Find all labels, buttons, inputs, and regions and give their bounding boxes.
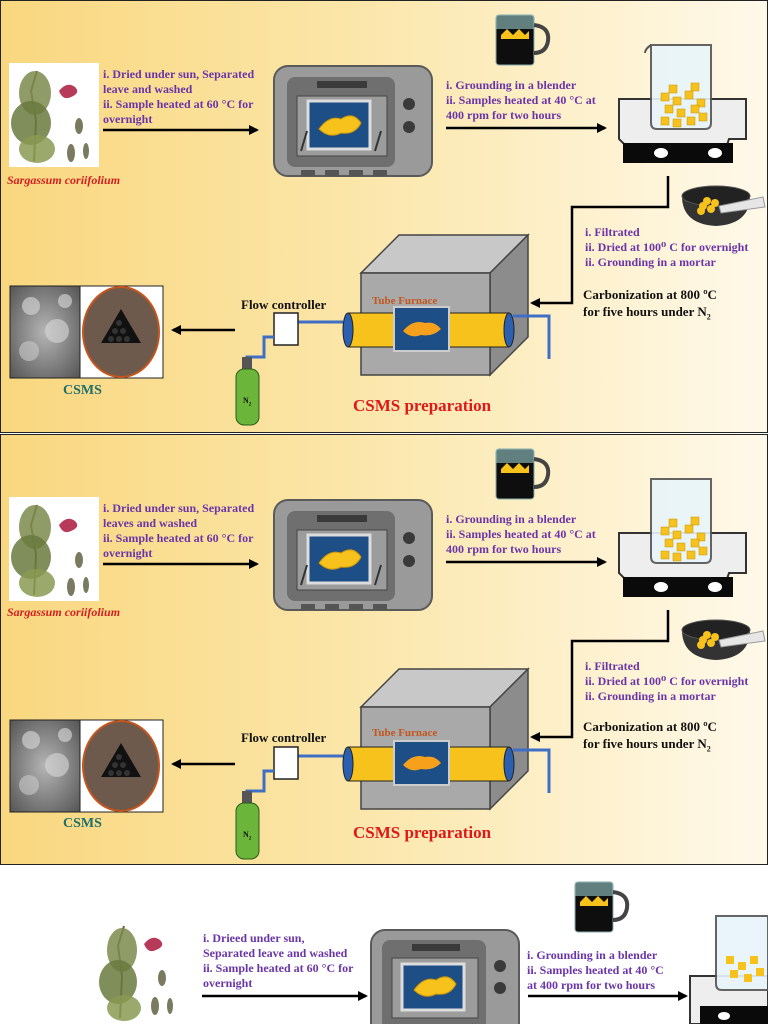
drying-oven: [273, 499, 433, 611]
beaker-hotplate: [618, 478, 747, 597]
carbonization-text: Carbonization at 800 ºC for five hours u…: [583, 287, 717, 322]
panel-1-graphics: [9, 14, 766, 426]
process-panel-3-partial: i. Drieed under sun, Separated leave and…: [0, 866, 768, 1024]
filtering-steps: i. Filtrated ii. Dried at 100⁰ C for ove…: [585, 659, 749, 703]
blender-mug: [574, 881, 630, 933]
grinding-steps: i. Grounding in a blender ii. Samples he…: [446, 78, 596, 122]
drying-steps: i. Drieed under sun, Separated leave and…: [203, 931, 354, 990]
drying-steps: i. Dried under sun, Separated leave and …: [103, 67, 255, 126]
flow-controller-label: Flow controller: [241, 297, 327, 312]
tube-furnace: [342, 233, 530, 377]
sem-image: [9, 719, 81, 813]
csms-label: CSMS: [63, 816, 102, 831]
gas-cylinder: [235, 357, 260, 426]
pipe-outlet: [513, 314, 551, 359]
diagram-title: CSMS preparation: [353, 823, 492, 842]
carbonization-text: Carbonization at 800 ºC for five hours u…: [583, 719, 717, 754]
grinding-steps: i. Grounding in a blender ii. Samples he…: [527, 948, 664, 992]
drying-oven: [370, 929, 520, 1024]
filtering-steps: i. Filtrated ii. Dried at 100⁰ C for ove…: [585, 225, 749, 269]
csms-product-image: [79, 285, 164, 379]
species-label: Sargassum coriifolium: [7, 605, 121, 619]
seaweed-image: [98, 914, 178, 1024]
arrow-filtering: [530, 610, 670, 742]
beaker-hotplate: [618, 44, 747, 163]
panel-3-graphics: [98, 881, 768, 1024]
drying-steps: i. Dried under sun, Separated leaves and…: [103, 501, 255, 560]
gas-cylinder: [235, 791, 260, 860]
sem-image: [9, 285, 81, 379]
mortar-pestle: [681, 185, 766, 226]
csms-product-image: [79, 719, 164, 813]
flow-controller-label: Flow controller: [241, 730, 327, 745]
tube-furnace: [342, 667, 530, 811]
pipe-outlet: [513, 748, 551, 793]
beaker-hotplate: [689, 915, 768, 1024]
panel-2-graphics: [9, 448, 766, 860]
flow-controller-box: [273, 746, 299, 780]
furnace-label: Tube Furnace: [372, 295, 438, 307]
flow-controller-box: [273, 312, 299, 346]
csms-label: CSMS: [63, 383, 102, 398]
gas-label: N2: [243, 396, 252, 408]
furnace-label: Tube Furnace: [372, 727, 438, 739]
seaweed-image: [9, 63, 99, 167]
grinding-steps: i. Grounding in a blender ii. Samples he…: [446, 512, 596, 556]
process-panel-1: i. Dried under sun, Separated leave and …: [0, 0, 768, 433]
species-label: Sargassum coriifolium: [7, 173, 121, 187]
seaweed-image: [9, 497, 99, 601]
gas-label: N2: [243, 830, 252, 842]
mortar-pestle: [681, 619, 766, 660]
blender-mug: [495, 448, 551, 500]
arrow-filtering: [530, 176, 670, 308]
diagram-title: CSMS preparation: [353, 396, 492, 415]
process-panel-2: i. Dried under sun, Separated leaves and…: [0, 434, 768, 865]
blender-mug: [495, 14, 551, 66]
drying-oven: [273, 65, 433, 177]
